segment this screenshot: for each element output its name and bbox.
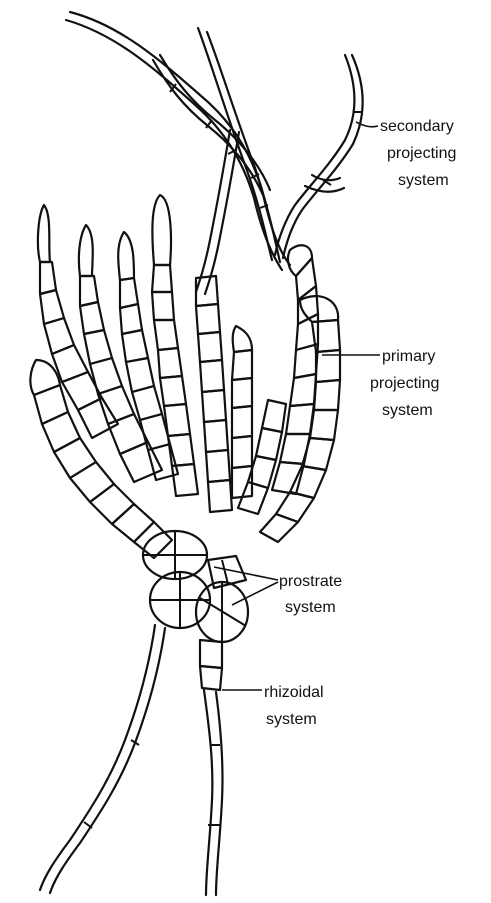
label-secondary-line-1: secondary <box>380 118 454 135</box>
label-rhizoidal-line-1: rhizoidal <box>264 684 324 701</box>
rhizoidal-system-threads <box>40 625 223 895</box>
label-secondary-projecting: secondary projecting system <box>380 118 456 189</box>
label-prostrate-line-2: system <box>285 599 336 616</box>
label-primary-line-1: primary <box>382 348 435 365</box>
label-rhizoidal: rhizoidal system <box>264 684 324 728</box>
label-primary-projecting: primary projecting system <box>370 348 439 419</box>
label-secondary-line-3: system <box>398 172 449 189</box>
label-rhizoidal-line-2: system <box>266 711 317 728</box>
label-primary-line-2: projecting <box>370 375 439 392</box>
label-secondary-line-2: projecting <box>387 145 456 162</box>
primary-projecting-filaments <box>30 195 340 558</box>
secondary-projecting-filaments <box>66 12 363 294</box>
label-primary-line-3: system <box>382 402 433 419</box>
prostrate-leader-2 <box>232 582 278 605</box>
label-prostrate-line-1: prostrate <box>279 573 342 590</box>
prostrate-system-cells <box>143 531 248 642</box>
label-prostrate: prostrate system <box>279 573 342 616</box>
